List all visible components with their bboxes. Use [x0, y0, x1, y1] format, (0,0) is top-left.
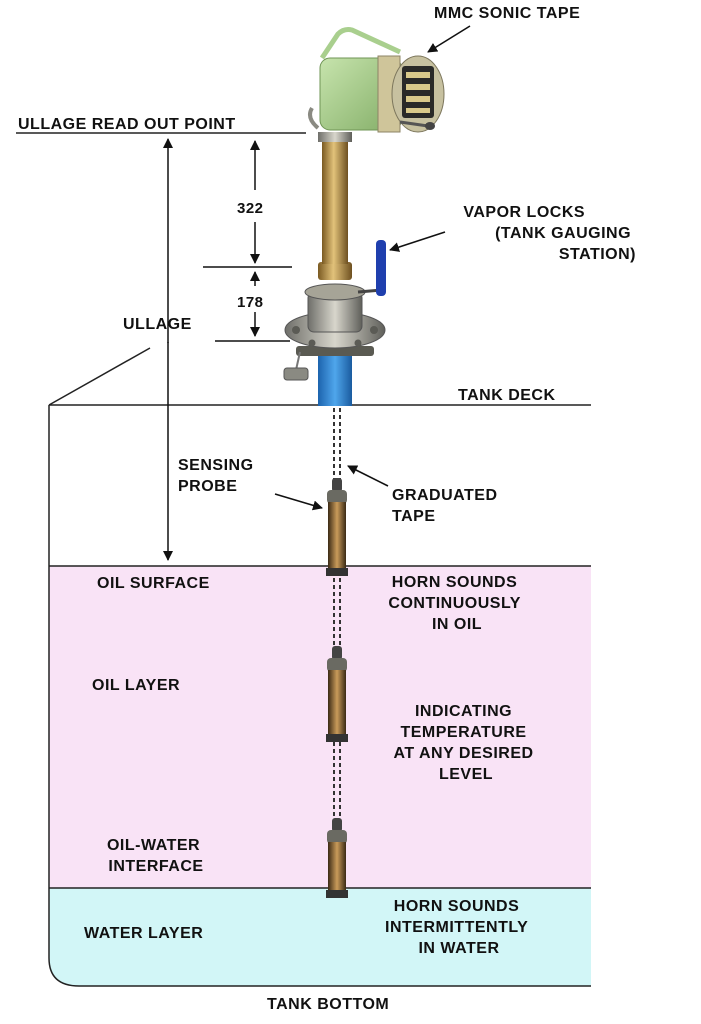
label-dimension-322: 322: [237, 200, 264, 217]
display-panel: [402, 66, 434, 118]
label-graduated-tape: GRADUATED TAPE: [392, 487, 502, 525]
dimension-lines: [203, 140, 292, 342]
oil-layer-region: [49, 566, 591, 888]
graduated-tape: [333, 408, 341, 820]
label-indicating-temperature: INDICATING TEMPERATURE AT ANY DESIRED LE…: [393, 703, 538, 783]
valve-handle: [376, 240, 386, 296]
label-oil-layer: OIL LAYER: [92, 677, 180, 694]
sonic-tape-device: [283, 27, 445, 406]
label-vapor-locks: VAPOR LOCKS (TANK GAUGING STATION): [463, 204, 636, 263]
label-tank-bottom: TANK BOTTOM: [267, 996, 389, 1013]
probe-2: [326, 646, 348, 742]
pointer-arrows: [274, 25, 471, 511]
label-horn-sounds-water: HORN SOUNDS INTERMITTENTLY IN WATER: [385, 898, 533, 957]
label-horn-sounds-oil: HORN SOUNDS CONTINUOUSLY IN OIL: [388, 574, 525, 633]
label-mmc-sonic-tape: MMC SONIC TAPE: [434, 5, 580, 22]
label-tank-deck: TANK DECK: [458, 387, 556, 404]
probe-3: [326, 818, 348, 898]
label-ullage-readout-point: ULLAGE READ OUT POINT: [18, 116, 236, 133]
water-layer-region: [49, 888, 591, 986]
label-dimension-178: 178: [237, 294, 264, 311]
label-ullage: ULLAGE: [123, 316, 192, 333]
probe-1: [326, 478, 348, 576]
label-oil-water-interface: OIL-WATER INTERFACE: [107, 837, 205, 875]
label-water-layer: WATER LAYER: [84, 925, 203, 942]
label-oil-surface: OIL SURFACE: [97, 575, 210, 592]
ullage-diagonal: [48, 347, 151, 406]
label-sensing-probe: SENSING PROBE: [178, 457, 258, 495]
